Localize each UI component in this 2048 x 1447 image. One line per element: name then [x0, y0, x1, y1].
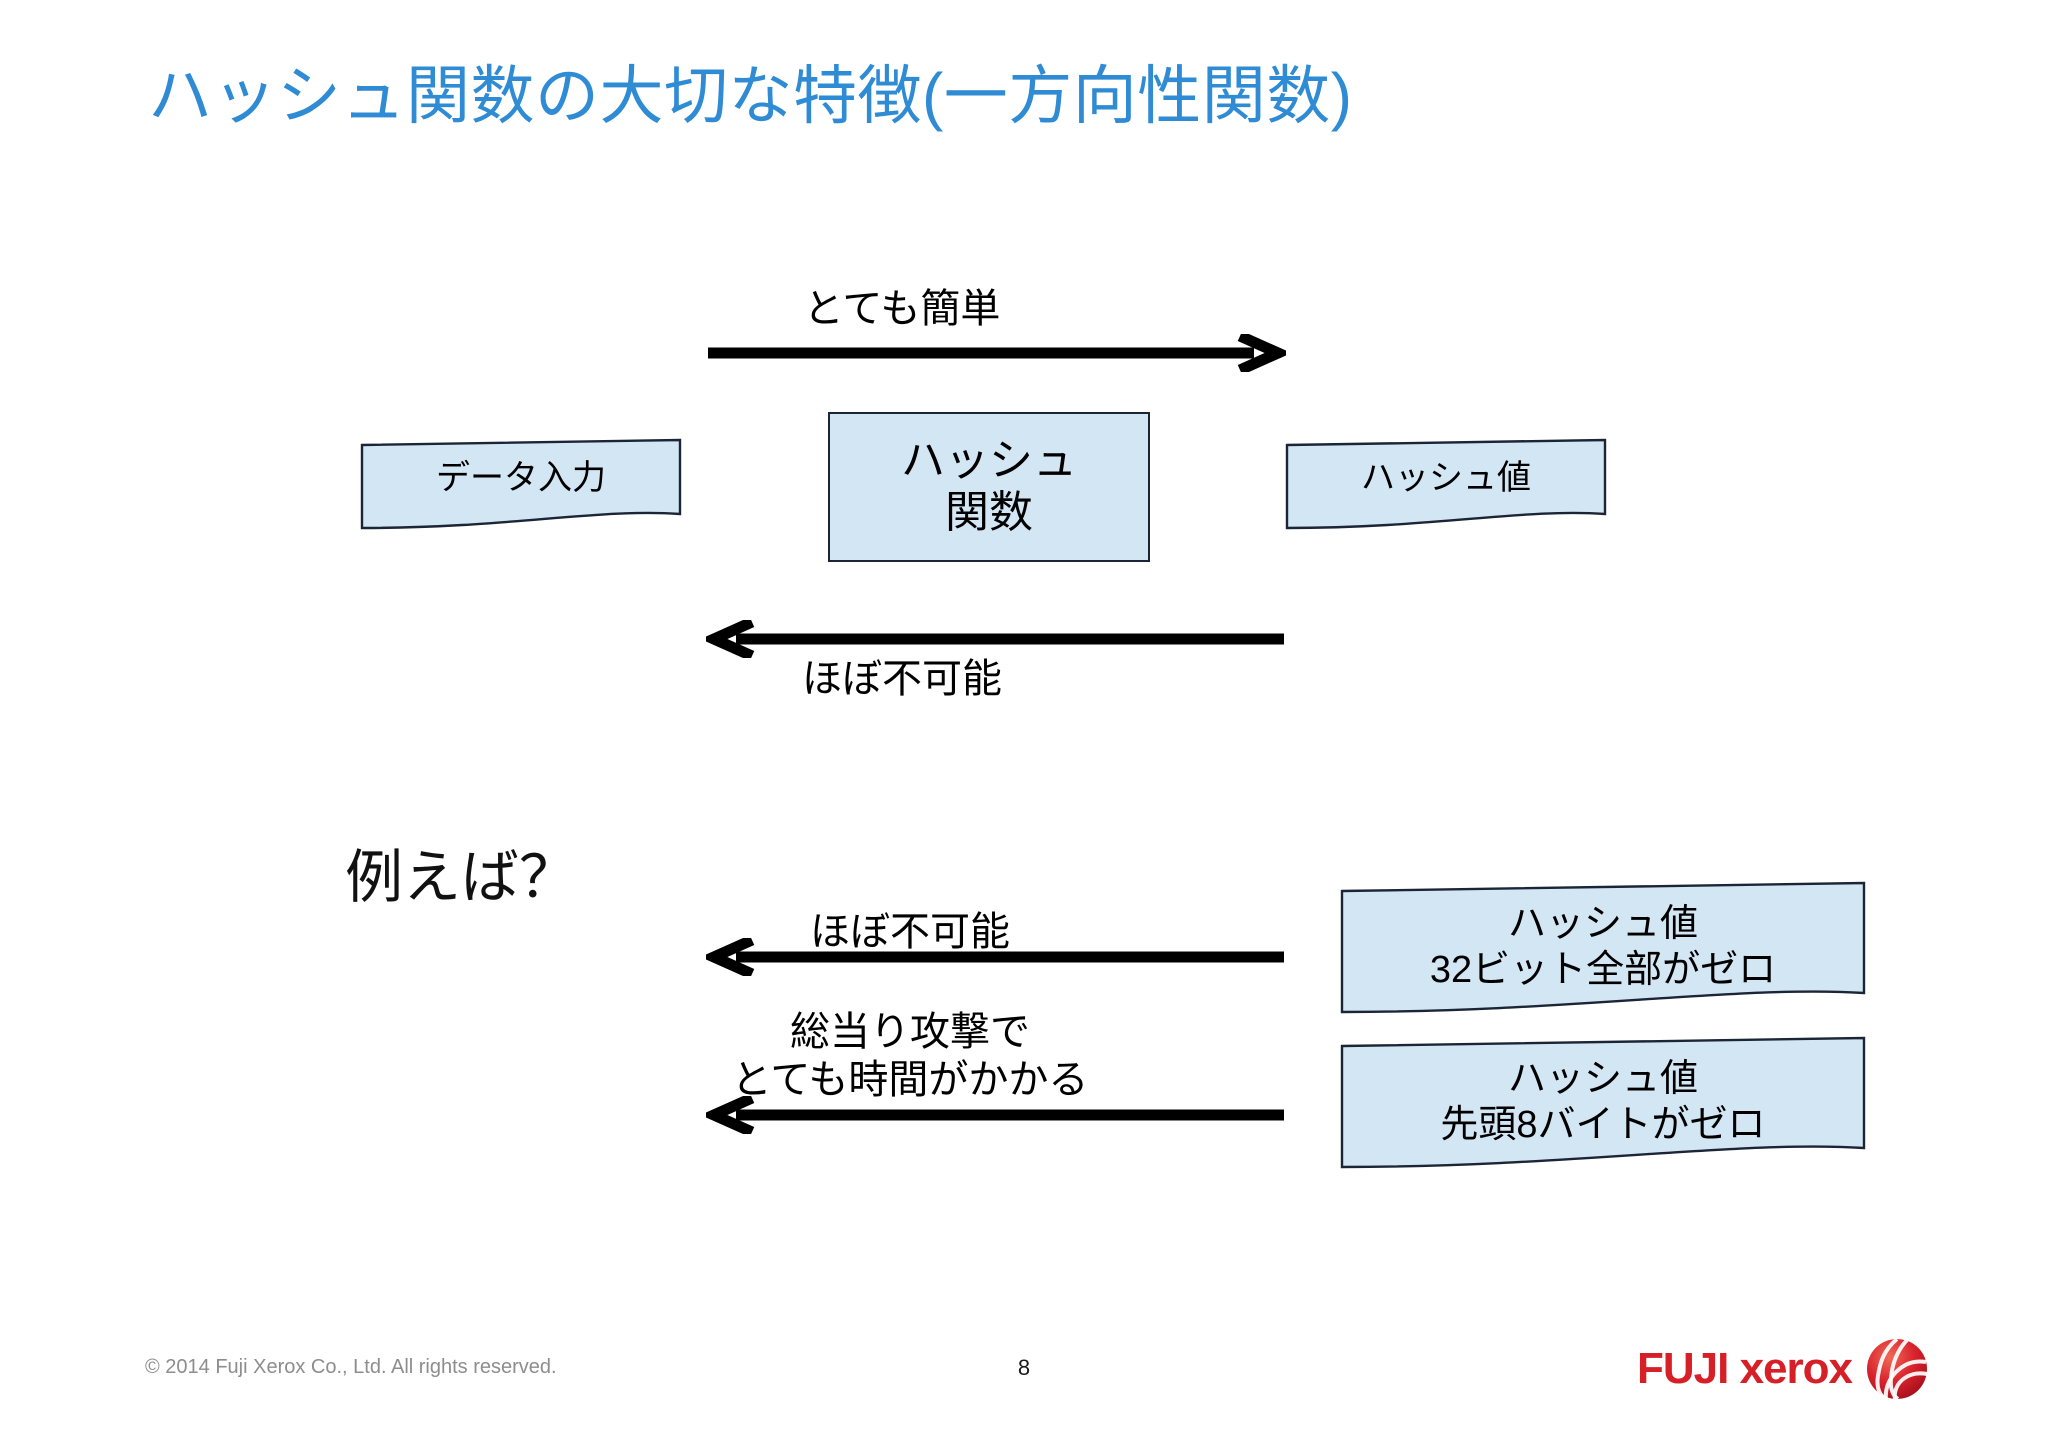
box-hash-first8-zero: ハッシュ値 先頭8バイトがゼロ — [1340, 1036, 1866, 1169]
page-title: ハッシュ関数の大切な特徴(一方向性関数) — [148, 60, 1353, 132]
caption-nearly-impossible-bottom: ほぼ不可能 — [810, 910, 1010, 954]
fuji-xerox-wordmark: FUJI xerox — [1637, 1344, 1853, 1393]
footer-copyright: © 2014 Fuji Xerox Co., Ltd. All rights r… — [145, 1356, 557, 1378]
box-hash-value-label: ハッシュ値 — [1361, 459, 1531, 497]
caption-brute-force: 総当り攻撃で とても時間がかかる — [731, 1010, 1089, 1102]
fuji-xerox-logo: FUJI xerox — [1637, 1338, 1928, 1400]
box-data-input-label: データ入力 — [436, 459, 606, 497]
box-hash-function: ハッシュ 関数 — [828, 412, 1150, 562]
box-hash-all-zero: ハッシュ値 32ビット全部がゼロ — [1340, 881, 1866, 1014]
arrow-bottom-impossible — [706, 938, 1286, 976]
box-hash-all-zero-label: ハッシュ値 32ビット全部がゼロ — [1429, 903, 1777, 992]
box-hash-first8-zero-label: ハッシュ値 先頭8バイトがゼロ — [1440, 1058, 1766, 1147]
box-data-input: データ入力 — [360, 438, 682, 530]
caption-nearly-impossible-top: ほぼ不可能 — [802, 657, 1002, 701]
arrow-forward-easy — [706, 334, 1286, 372]
page-number: 8 — [1017, 1355, 1031, 1380]
box-hash-value: ハッシュ値 — [1285, 438, 1607, 530]
arrow-bottom-bruteforce — [706, 1096, 1286, 1134]
prompt-for-example: 例えば？ — [345, 845, 578, 910]
xerox-sphere-icon — [1866, 1338, 1928, 1400]
box-hash-function-label: ハッシュ 関数 — [901, 436, 1077, 537]
arrow-backward-impossible — [706, 620, 1286, 658]
caption-very-easy: とても簡単 — [803, 287, 1001, 331]
